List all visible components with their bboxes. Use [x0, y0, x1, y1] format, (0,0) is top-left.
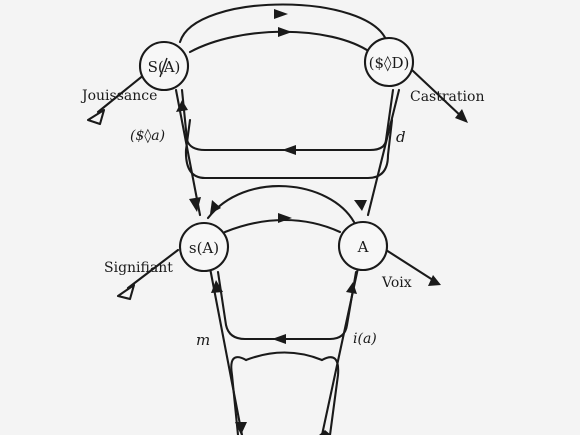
middle-loop-curve	[184, 118, 394, 180]
lower-left-arrowhead	[211, 280, 223, 293]
jouissance-label: Jouissance	[80, 88, 157, 104]
fantasy-label: ($◊a)	[130, 128, 165, 144]
signifiant-vector	[126, 248, 180, 290]
barred-stroke-mark	[159, 57, 168, 78]
i-of-a-label: i(a)	[353, 331, 377, 347]
signifiant-label: Signifiant	[104, 260, 173, 276]
voix-vector	[384, 248, 438, 284]
upper-return-loop	[180, 88, 395, 152]
castration-vector	[410, 68, 465, 120]
lower-left-shaft	[208, 266, 244, 435]
node-big-a-label: A	[357, 238, 369, 256]
lower-loop-arrowhead	[272, 334, 286, 344]
upper-arc-arrowhead	[274, 9, 288, 19]
right-shaft-line	[366, 88, 401, 217]
lower-return-loop	[216, 270, 358, 341]
bottom-left-arrowhead	[235, 422, 247, 435]
lower-right-shaft	[320, 266, 360, 435]
m-label: m	[196, 331, 210, 349]
voix-label: Voix	[381, 275, 412, 291]
bottom-loop-curve	[230, 356, 248, 435]
node-s-of-a-label: s(A)	[189, 239, 219, 257]
lower-connector-curve	[223, 218, 342, 234]
node-s-barred-a: S(A)	[138, 40, 190, 92]
jouissance-entry-triangle	[86, 108, 106, 126]
voix-arrowhead	[428, 275, 441, 286]
node-drive-label: ($◊D)	[369, 54, 410, 72]
castration-arrowhead	[455, 109, 468, 123]
lower-connector-arrowhead	[278, 213, 292, 223]
upper-arc-curve	[178, 3, 389, 44]
node-big-a: A	[337, 220, 389, 272]
upper-loop-arrowhead	[282, 145, 296, 155]
bottom-loop-top	[244, 351, 324, 362]
d-label: d	[396, 128, 406, 146]
jouissance-vector	[96, 68, 152, 114]
left-shaft-arrowhead	[176, 100, 188, 112]
bottom-loop-right	[320, 356, 340, 435]
left-shaft-down-arrowhead	[189, 197, 201, 212]
signifiant-entry-triangle	[116, 283, 136, 301]
lower-arc-arrowhead	[210, 200, 221, 214]
lower-right-arrowhead	[346, 282, 357, 294]
node-s-of-a: s(A)	[178, 221, 230, 273]
node-drive: ($◊D)	[363, 36, 415, 88]
castration-label: Castration	[410, 89, 484, 105]
upper-connector-arrowhead	[278, 27, 292, 37]
right-shaft-arrowhead	[354, 200, 367, 211]
lower-arc-curve	[206, 185, 356, 224]
bottom-right-arrowhead	[319, 430, 331, 435]
